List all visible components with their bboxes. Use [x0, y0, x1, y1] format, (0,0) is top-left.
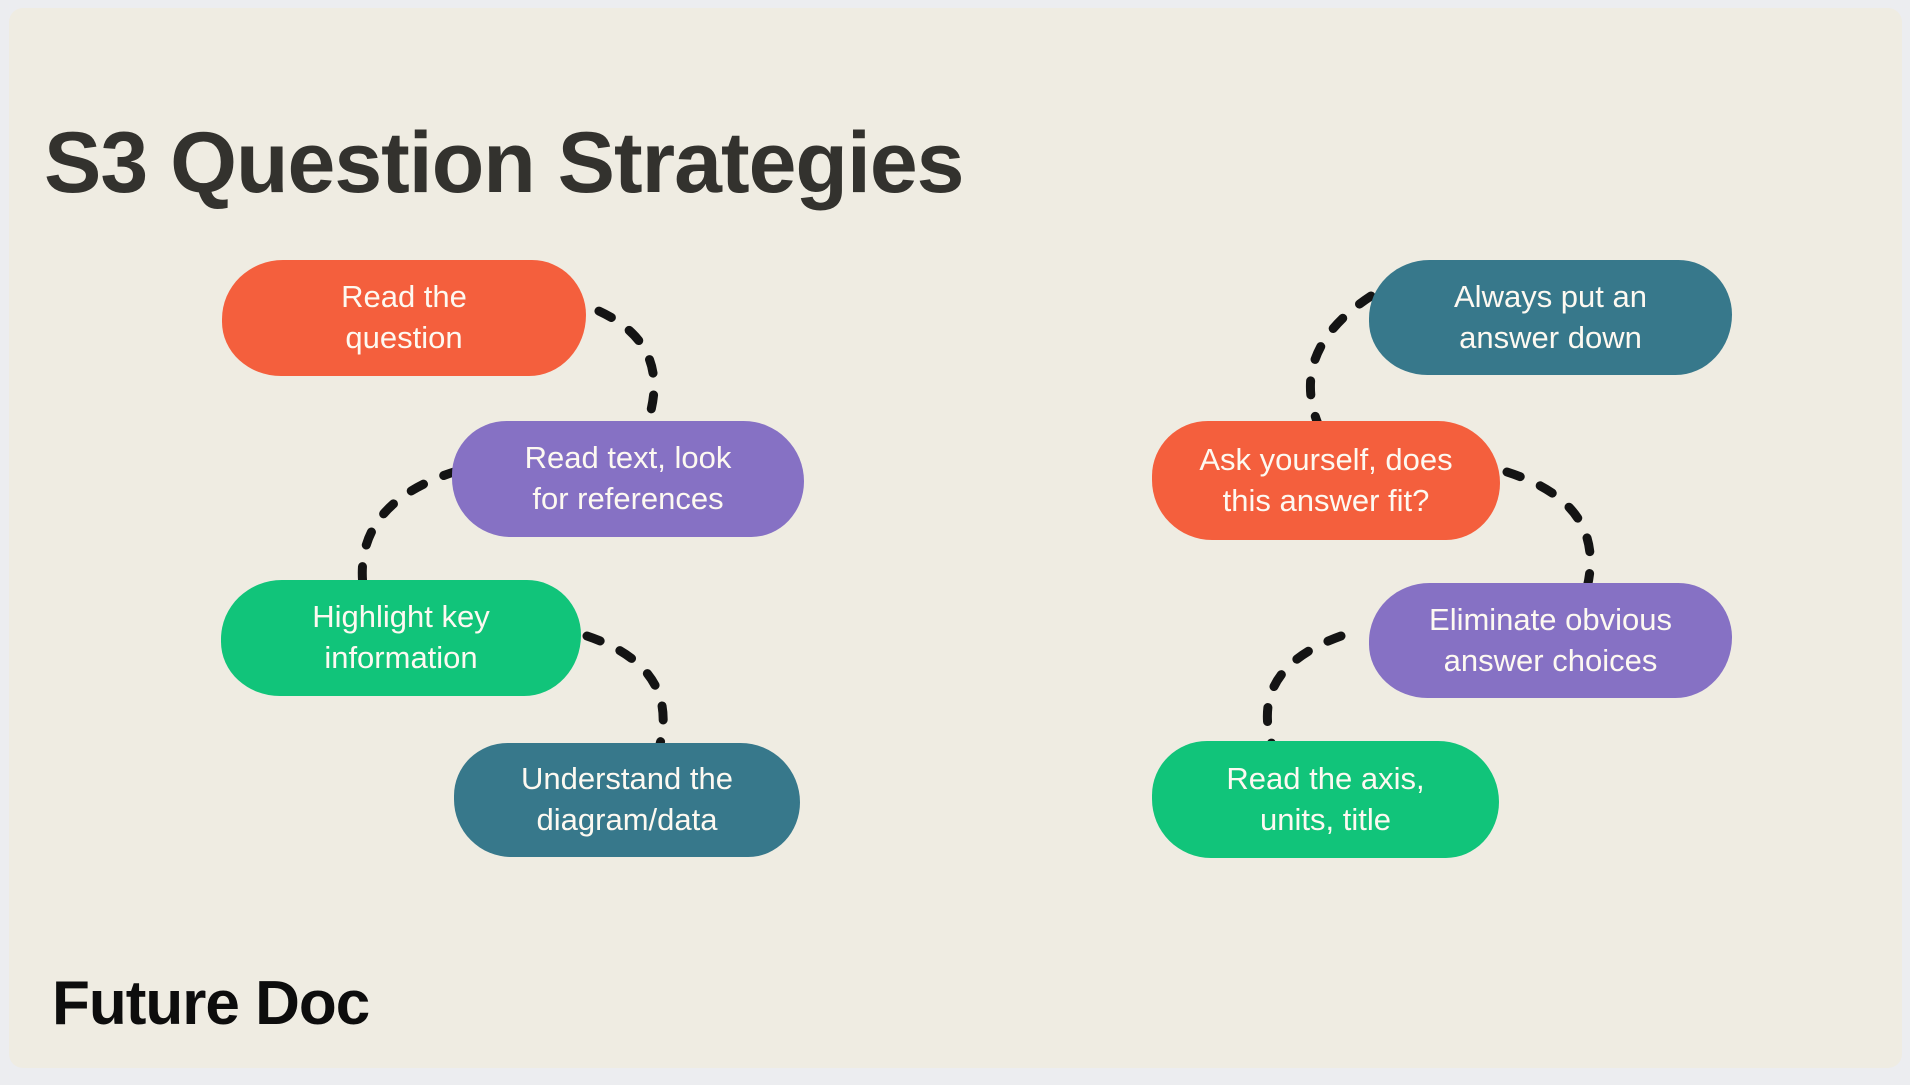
step-highlight-key: Highlight key information: [221, 580, 581, 696]
step-always-answer: Always put an answer down: [1369, 260, 1732, 375]
step-eliminate-choices: Eliminate obvious answer choices: [1369, 583, 1732, 698]
infographic-canvas: S3 Question Strategies Read the question…: [9, 8, 1902, 1068]
step-read-text: Read text, look for references: [452, 421, 804, 537]
step-read-axis: Read the axis, units, title: [1152, 741, 1499, 858]
connector-read-text-to-highlight-key: [357, 466, 462, 591]
step-label: Always put an answer down: [1454, 278, 1647, 355]
step-label: Understand the diagram/data: [521, 761, 733, 837]
brand-logo: Future Doc: [52, 969, 370, 1038]
step-label: Highlight key information: [312, 599, 490, 675]
step-read-question: Read the question: [222, 260, 586, 376]
connector-eliminate-to-read-axis: [1262, 631, 1346, 753]
step-understand-diagram: Understand the diagram/data: [454, 743, 800, 857]
page-title: S3 Question Strategies: [44, 114, 965, 211]
step-label: Eliminate obvious answer choices: [1429, 601, 1672, 678]
connector-highlight-key-to-understand: [582, 631, 668, 753]
step-label: Ask yourself, does this answer fit?: [1199, 441, 1453, 518]
step-label: Read text, look for references: [524, 440, 732, 516]
step-label: Read the axis, units, title: [1226, 760, 1425, 837]
step-label: Read the question: [341, 279, 467, 355]
step-ask-yourself: Ask yourself, does this answer fit?: [1152, 421, 1500, 540]
connector-ask-yourself-to-eliminate: [1502, 467, 1595, 593]
connector-always-answer-to-ask-yourself: [1306, 291, 1376, 429]
